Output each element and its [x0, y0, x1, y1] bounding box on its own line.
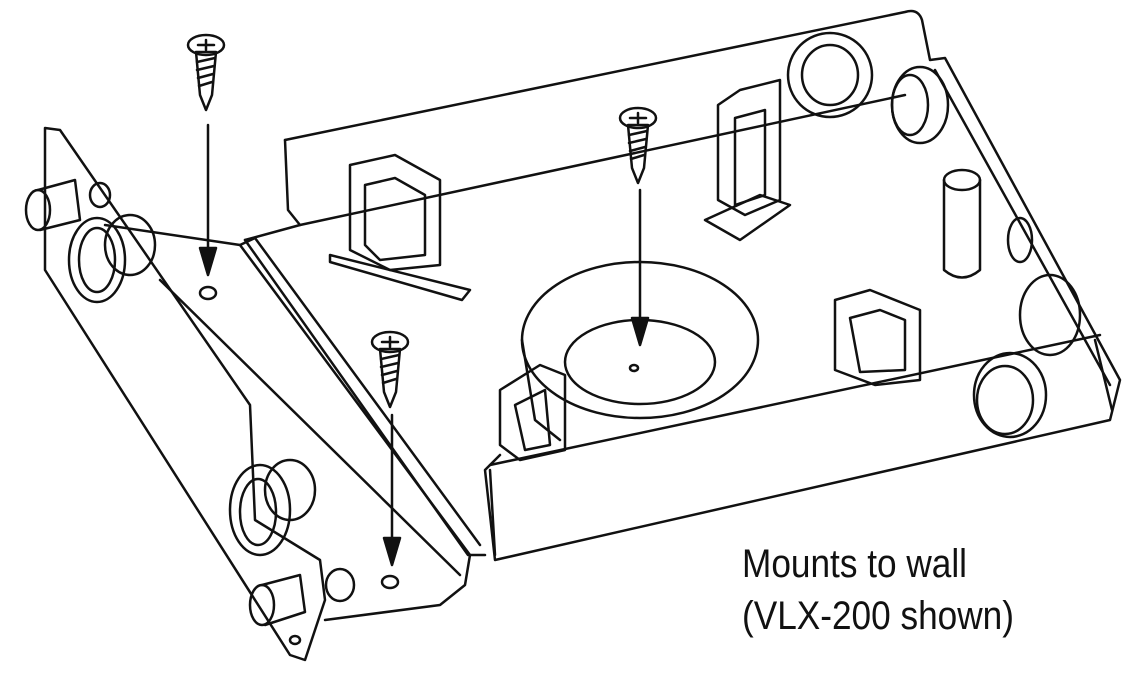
arrow-down-3 [382, 413, 402, 567]
caption-line-2: (VLX-200 shown) [742, 594, 1014, 638]
arrow-down-2 [630, 188, 650, 347]
screw-1 [186, 33, 226, 112]
screw-2 [618, 106, 658, 185]
tray [243, 9, 1122, 562]
caption-line-1: Mounts to wall [742, 542, 967, 586]
mounting-bracket [24, 126, 482, 662]
arrow-down-1 [198, 123, 218, 277]
screw-3 [370, 330, 410, 409]
